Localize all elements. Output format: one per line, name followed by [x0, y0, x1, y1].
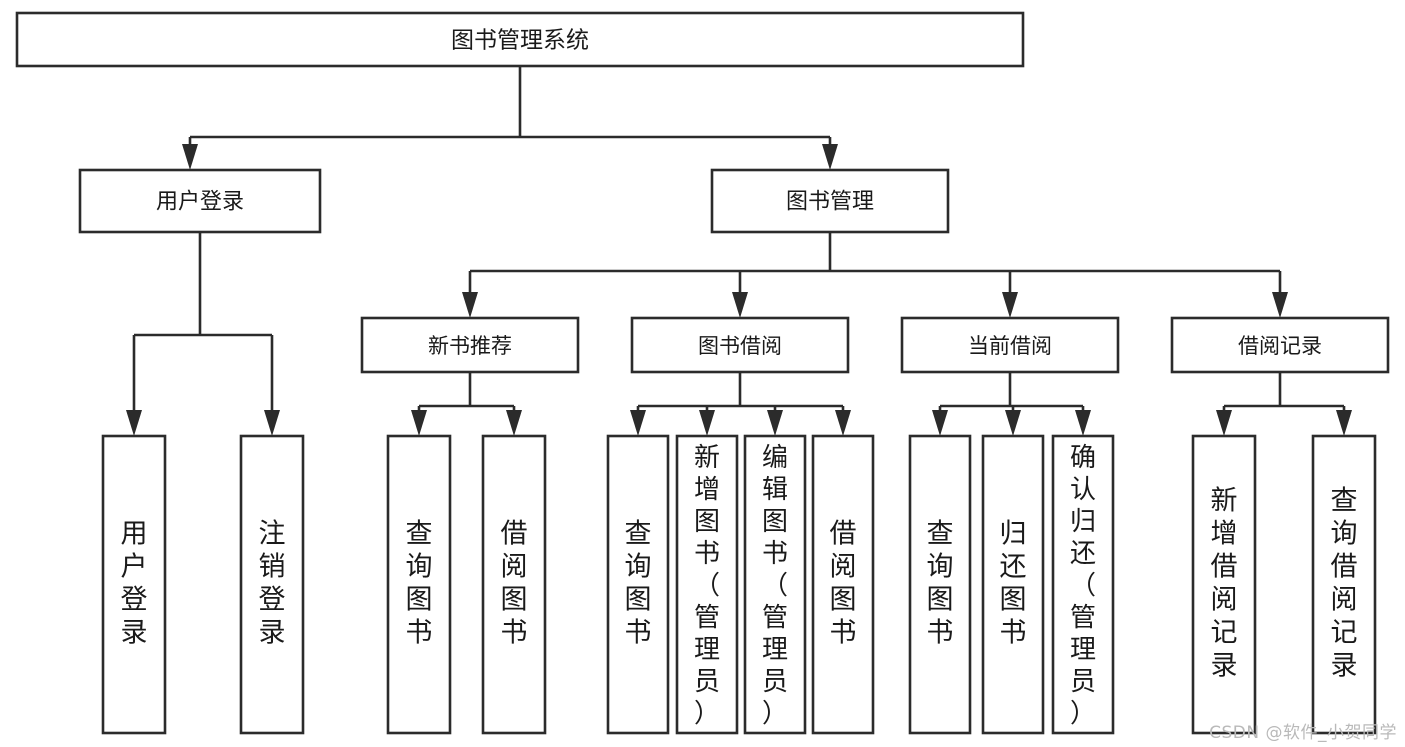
- node-book-manage[interactable]: 图书管理: [710, 168, 950, 234]
- node-box-leaf-user-logout[interactable]: [239, 434, 305, 735]
- node-box-leaf-query-record[interactable]: [1311, 434, 1377, 735]
- node-leaf-borrow-book-rec[interactable]: 借阅图书: [481, 434, 547, 735]
- edge-book-borrow-to-leaf-query-book-bor-arrow-icon: [630, 410, 646, 436]
- node-label-leaf-query-book-bor: 查询图书: [625, 518, 652, 648]
- node-label-leaf-query-book-cur: 查询图书: [927, 518, 954, 648]
- node-label-leaf-edit-book: 编辑图书（管理员）: [762, 443, 788, 729]
- edge-current-borrow-to-leaf-query-book-cur-arrow-icon: [932, 410, 948, 436]
- node-label-book-manage: 图书管理: [786, 190, 874, 215]
- node-root[interactable]: 图书管理系统: [15, 11, 1025, 68]
- node-box-leaf-query-book-bor[interactable]: [606, 434, 670, 735]
- node-box-current-borrow[interactable]: [900, 316, 1120, 374]
- node-leaf-query-book-cur[interactable]: 查询图书: [908, 434, 972, 735]
- node-box-leaf-add-record[interactable]: [1191, 434, 1257, 735]
- node-label-new-book-recommend: 新书推荐: [428, 334, 512, 358]
- node-current-borrow[interactable]: 当前借阅: [900, 316, 1120, 374]
- edge-book-borrow-to-leaf-add-book-arrow-icon: [699, 410, 715, 436]
- node-box-leaf-query-book-rec[interactable]: [386, 434, 452, 735]
- node-borrow-record[interactable]: 借阅记录: [1170, 316, 1390, 374]
- edge-root-to-book-manage-arrow-icon: [822, 144, 838, 170]
- node-label-root: 图书管理系统: [451, 28, 589, 54]
- node-leaf-confirm-return[interactable]: 确认归还（管理员）: [1051, 434, 1115, 735]
- node-label-leaf-borrow-book-rec: 借阅图书: [501, 518, 528, 648]
- node-box-book-borrow[interactable]: [630, 316, 850, 374]
- edge-current-borrow-to-leaf-confirm-return-arrow-icon: [1075, 410, 1091, 436]
- node-leaf-borrow-book-bor[interactable]: 借阅图书: [811, 434, 875, 735]
- edge-book-manage-to-borrow-record-arrow-icon: [1272, 292, 1288, 318]
- node-box-leaf-return-book[interactable]: [981, 434, 1045, 735]
- edge-new-book-recommend-to-leaf-query-book-rec-arrow-icon: [411, 410, 427, 436]
- node-leaf-query-book-bor[interactable]: 查询图书: [606, 434, 670, 735]
- node-label-leaf-query-record: 查询借阅记录: [1331, 485, 1358, 681]
- node-layer: 图书管理系统用户登录图书管理新书推荐图书借阅当前借阅借阅记录用户登录注销登录查询…: [15, 11, 1390, 735]
- node-leaf-query-book-rec[interactable]: 查询图书: [386, 434, 452, 735]
- node-box-root[interactable]: [15, 11, 1025, 68]
- node-box-book-manage[interactable]: [710, 168, 950, 234]
- edge-book-manage-to-current-borrow-arrow-icon: [1002, 292, 1018, 318]
- node-box-leaf-borrow-book-rec[interactable]: [481, 434, 547, 735]
- node-label-leaf-add-book: 新增图书（管理员）: [694, 443, 720, 729]
- edge-borrow-record-to-leaf-query-record-arrow-icon: [1336, 410, 1352, 436]
- connector-layer: [126, 66, 1352, 436]
- edge-borrow-record-to-leaf-add-record-arrow-icon: [1216, 410, 1232, 436]
- node-leaf-return-book[interactable]: 归还图书: [981, 434, 1045, 735]
- node-book-borrow[interactable]: 图书借阅: [630, 316, 850, 374]
- node-label-user-login: 用户登录: [156, 190, 244, 215]
- node-new-book-recommend[interactable]: 新书推荐: [360, 316, 580, 374]
- node-label-leaf-return-book: 归还图书: [1000, 518, 1027, 648]
- node-label-leaf-borrow-book-bor: 借阅图书: [830, 518, 857, 648]
- node-box-leaf-add-book[interactable]: [675, 434, 739, 735]
- edge-user-login-to-login-arrow-icon: [126, 410, 142, 436]
- node-box-leaf-borrow-book-bor[interactable]: [811, 434, 875, 735]
- node-label-leaf-user-login: 用户登录: [121, 518, 148, 648]
- node-box-new-book-recommend[interactable]: [360, 316, 580, 374]
- node-leaf-query-record[interactable]: 查询借阅记录: [1311, 434, 1377, 735]
- node-box-leaf-confirm-return[interactable]: [1051, 434, 1115, 735]
- node-box-borrow-record[interactable]: [1170, 316, 1390, 374]
- node-box-user-login[interactable]: [78, 168, 322, 234]
- node-user-login[interactable]: 用户登录: [78, 168, 322, 234]
- edge-user-login-to-logout-arrow-icon: [264, 410, 280, 436]
- node-leaf-user-logout[interactable]: 注销登录: [239, 434, 305, 735]
- node-label-current-borrow: 当前借阅: [968, 334, 1052, 358]
- node-label-borrow-record: 借阅记录: [1238, 334, 1322, 358]
- edge-current-borrow-to-leaf-return-book-arrow-icon: [1005, 410, 1021, 436]
- edge-book-manage-to-book-borrow-arrow-icon: [732, 292, 748, 318]
- node-leaf-edit-book[interactable]: 编辑图书（管理员）: [743, 434, 807, 735]
- node-box-leaf-query-book-cur[interactable]: [908, 434, 972, 735]
- edge-root-to-user-login-arrow-icon: [182, 144, 198, 170]
- node-label-leaf-user-logout: 注销登录: [259, 518, 286, 648]
- node-leaf-add-book[interactable]: 新增图书（管理员）: [675, 434, 739, 735]
- node-label-leaf-confirm-return: 确认归还（管理员）: [1070, 443, 1096, 729]
- node-box-leaf-user-login[interactable]: [101, 434, 167, 735]
- edge-new-book-recommend-to-leaf-borrow-book-rec-arrow-icon: [506, 410, 522, 436]
- edge-book-manage-to-new-book-recommend-arrow-icon: [462, 292, 478, 318]
- node-leaf-user-login[interactable]: 用户登录: [101, 434, 167, 735]
- node-label-book-borrow: 图书借阅: [698, 334, 782, 358]
- node-label-leaf-query-book-rec: 查询图书: [406, 518, 433, 648]
- node-box-leaf-edit-book[interactable]: [743, 434, 807, 735]
- node-leaf-add-record[interactable]: 新增借阅记录: [1191, 434, 1257, 735]
- node-label-leaf-add-record: 新增借阅记录: [1211, 485, 1238, 681]
- edge-book-borrow-to-leaf-edit-book-arrow-icon: [767, 410, 783, 436]
- edge-book-borrow-to-leaf-borrow-book-bor-arrow-icon: [835, 410, 851, 436]
